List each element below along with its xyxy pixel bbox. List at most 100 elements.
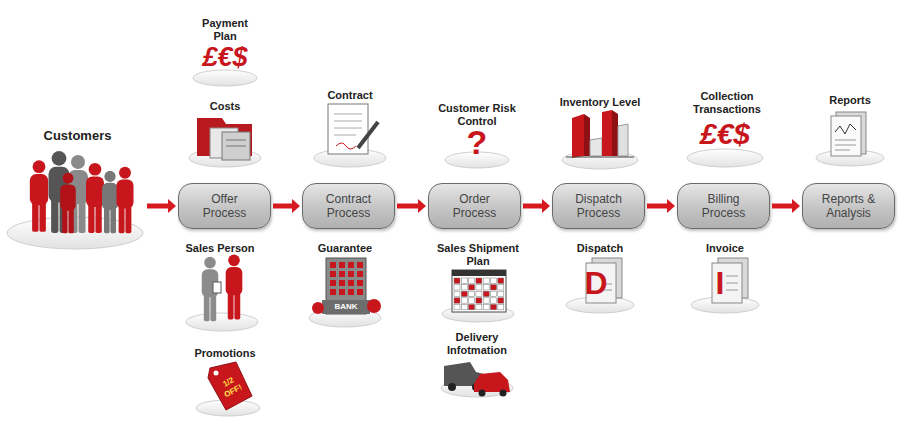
calendar-cells-part — [491, 278, 497, 283]
calendar-cells-part — [469, 291, 475, 296]
arrow-head — [667, 199, 675, 213]
calendar-cells-part — [461, 304, 467, 309]
calendar-cells-part — [476, 291, 482, 296]
bank-windows-part — [357, 262, 363, 268]
icon-text: £€$ — [685, 116, 765, 151]
arrow-head — [292, 199, 300, 213]
bank-windows-part — [357, 280, 363, 286]
arrow-shaft — [772, 204, 793, 209]
icon-text: ? — [457, 124, 497, 160]
inventory-bars-part — [584, 114, 590, 156]
inventory-bars-part — [566, 157, 634, 158]
arrow-head — [168, 199, 176, 213]
bank-windows-part — [348, 280, 354, 286]
shadow-discs-part — [687, 149, 763, 167]
customer-group: Customers — [10, 128, 145, 240]
calendar-cells-part — [491, 304, 497, 309]
inventory-bars-part — [572, 114, 584, 158]
sales-person-icon-part — [213, 282, 221, 293]
bank-windows-part — [339, 271, 345, 277]
flow-arrow — [397, 199, 426, 213]
customers-icon-part — [60, 173, 76, 233]
arrow-shaft — [273, 204, 293, 209]
inventory-bars-part — [602, 110, 612, 156]
icon-text: D — [581, 266, 611, 300]
inventory-bars-part — [612, 110, 618, 156]
reports-newspaper-part — [835, 140, 856, 141]
invoice-document-part — [726, 276, 738, 277]
sales-person-icon — [202, 255, 243, 322]
calendar-cells-part — [498, 285, 504, 290]
costs-folder — [197, 118, 252, 160]
inventory-bars-part — [590, 138, 602, 156]
calendar-cells-part — [476, 278, 482, 283]
invoice-document-part — [726, 290, 738, 291]
calendar-cells-part — [483, 285, 489, 290]
contract-paper-part — [334, 128, 362, 129]
inventory-bars-part — [618, 124, 628, 156]
arrow-shaft — [147, 204, 169, 209]
item-label: Inventory Level — [545, 96, 655, 109]
process-label: Contract Process — [318, 192, 380, 220]
arrow-shaft — [523, 204, 543, 209]
item-label: Costs — [190, 100, 260, 113]
customers-icon-part — [86, 163, 104, 233]
shipment-calendar — [452, 270, 506, 312]
bank-building-part — [367, 299, 381, 313]
shadow-discs-part — [193, 70, 257, 86]
shipment-calendar-part — [452, 270, 506, 312]
arrow-shaft — [647, 204, 668, 209]
customers-icon-part — [102, 171, 118, 233]
flow-arrow — [147, 199, 176, 213]
group-heading: Customers — [10, 128, 145, 143]
process-label: Dispatch Process — [568, 192, 630, 220]
icon-text: £€$ — [190, 42, 260, 73]
delivery-vehicles-part — [448, 383, 456, 391]
process-box: Reports & Analysis — [802, 183, 895, 229]
calendar-cells-part — [461, 291, 467, 296]
reports-newspaper-part — [835, 150, 850, 151]
calendar-cells-part — [483, 278, 489, 283]
calendar-cells-part — [454, 304, 460, 309]
process-box: Dispatch Process — [552, 183, 645, 229]
calendar-cells-part — [483, 298, 489, 303]
delivery-vehicles-part — [474, 372, 510, 392]
calendar-cells-part — [498, 298, 504, 303]
icon-text: I — [710, 266, 730, 300]
item-label: Dispatch — [560, 242, 640, 255]
calendar-cells-part — [469, 304, 475, 309]
process-label: Offer Process — [194, 192, 256, 220]
bank-windows-part — [330, 280, 336, 286]
bank-windows-part — [339, 262, 345, 268]
calendar-cells-part — [461, 298, 467, 303]
calendar-cells-part — [469, 285, 475, 290]
calendar-cells — [454, 278, 504, 310]
contract-paper-part — [334, 135, 356, 136]
flow-arrow — [273, 199, 300, 213]
contract-paper-part — [328, 104, 368, 154]
arrow-shaft — [397, 204, 419, 209]
contract-paper — [328, 104, 378, 154]
bank-windows-part — [357, 271, 363, 277]
calendar-cells-part — [476, 298, 482, 303]
calendar-cells-part — [498, 291, 504, 296]
shadow-discs — [7, 70, 884, 416]
bank-windows-part — [348, 262, 354, 268]
item-label: Invoice — [685, 242, 765, 255]
calendar-cells-part — [498, 304, 504, 309]
calendar-cells-part — [469, 278, 475, 283]
flow-arrow — [647, 199, 675, 213]
bank-building — [312, 258, 381, 314]
contract-paper-part — [334, 121, 362, 122]
bank-windows — [330, 262, 363, 295]
calendar-cells-part — [454, 291, 460, 296]
promotion-tag-part — [208, 362, 252, 410]
invoice-document-part — [726, 283, 738, 284]
reports-newspaper — [831, 112, 866, 156]
calendar-cells-part — [454, 298, 460, 303]
bank-building-part — [322, 300, 370, 314]
process-label: Billing Process — [693, 192, 755, 220]
shipment-calendar-part — [452, 270, 506, 276]
process-label: Reports & Analysis — [818, 192, 880, 220]
